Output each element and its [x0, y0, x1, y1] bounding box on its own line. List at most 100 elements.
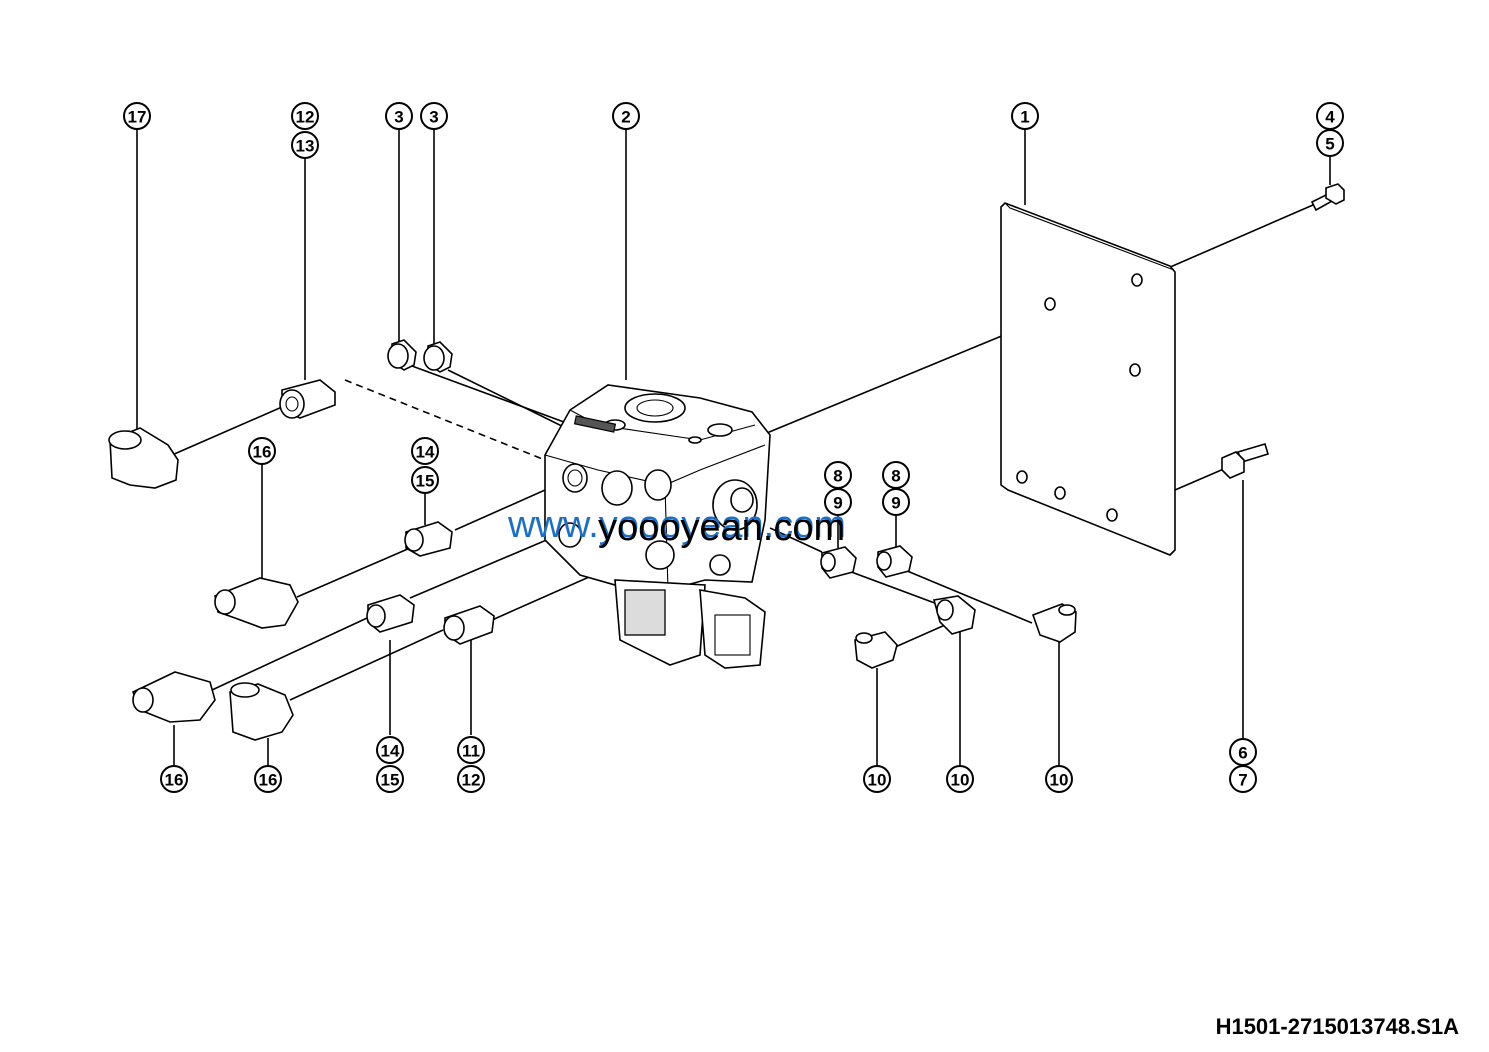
callout-circle	[376, 765, 404, 793]
callout-circle	[291, 102, 319, 130]
callout-number: 6	[1238, 744, 1247, 763]
elbow-16-upper	[214, 577, 299, 629]
adapter-12-13	[279, 379, 336, 419]
callout-number: 8	[833, 467, 842, 486]
elbow-10-middle	[932, 595, 976, 635]
callout-9: 9	[882, 488, 910, 516]
callout-circle	[882, 488, 910, 516]
callout-11: 11	[457, 736, 485, 764]
callout-number: 11	[462, 742, 480, 761]
callout-16: 16	[254, 765, 282, 793]
mounting-plate	[1000, 202, 1176, 556]
callout-number: 12	[462, 771, 481, 790]
fitting-14-15-lower	[366, 594, 415, 633]
callout-8: 8	[824, 461, 852, 489]
callout-10: 10	[1045, 765, 1073, 793]
callout-number: 8	[891, 467, 900, 486]
callout-circle	[411, 437, 439, 465]
callout-circle	[385, 102, 413, 130]
watermark-blue-text: www.yoooyean.com	[507, 504, 846, 546]
fitting-8-9-left	[820, 546, 857, 579]
callout-circle	[123, 102, 151, 130]
callout-3: 3	[420, 102, 448, 130]
callout-circle	[824, 488, 852, 516]
callout-number: 7	[1238, 771, 1247, 790]
callout-circle	[160, 765, 188, 793]
watermark: www.yoooyean.com yoooyean.com	[507, 504, 846, 549]
drawing-id: H1501-2715013748.S1A	[1215, 1014, 1459, 1039]
elbow-16-lower-middle	[229, 682, 294, 741]
callout-9: 9	[824, 488, 852, 516]
callout-16: 16	[248, 437, 276, 465]
callout-circle	[254, 765, 282, 793]
callout-number: 13	[296, 137, 315, 156]
callout-number: 16	[165, 771, 184, 790]
callout-12: 12	[457, 765, 485, 793]
callout-circle	[1229, 765, 1257, 793]
callout-number: 15	[381, 771, 400, 790]
fitting-11-12	[443, 605, 495, 645]
callout-number: 9	[833, 494, 842, 513]
callout-circle	[612, 102, 640, 130]
callout-14: 14	[376, 736, 404, 764]
callout-circle	[1045, 765, 1073, 793]
callout-number: 17	[128, 108, 147, 127]
callout-number: 5	[1325, 135, 1334, 154]
callout-circle	[1011, 102, 1039, 130]
elbow-16-lower-left	[131, 671, 216, 723]
callout-15: 15	[411, 466, 439, 494]
callout-number: 4	[1325, 108, 1335, 127]
callout-15: 15	[376, 765, 404, 793]
callout-number: 9	[891, 494, 900, 513]
callout-number: 12	[296, 108, 315, 127]
callout-6: 6	[1229, 738, 1257, 766]
callout-number: 3	[394, 108, 403, 127]
elbow-17	[108, 427, 179, 489]
callout-1: 1	[1011, 102, 1039, 130]
callout-circle	[411, 466, 439, 494]
callout-16: 16	[160, 765, 188, 793]
elbow-10-left	[854, 631, 898, 669]
callout-17: 17	[123, 102, 151, 130]
callout-circle	[420, 102, 448, 130]
bolt-top-right	[1310, 183, 1345, 212]
fitting-8-9-right	[876, 545, 913, 578]
callout-number: 3	[429, 108, 438, 127]
callout-circle	[457, 736, 485, 764]
callout-circle	[248, 437, 276, 465]
plug-3b	[423, 341, 453, 373]
callout-circle	[1316, 129, 1344, 157]
callout-10: 10	[863, 765, 891, 793]
callout-circle	[863, 765, 891, 793]
callout-number: 16	[259, 771, 278, 790]
callout-number: 14	[381, 742, 400, 761]
callout-number: 10	[1050, 771, 1069, 790]
callout-circle	[291, 131, 319, 159]
callout-number: 15	[416, 472, 435, 491]
callout-8: 8	[882, 461, 910, 489]
callout-number: 10	[951, 771, 970, 790]
callout-number: 2	[621, 108, 630, 127]
callout-12: 12	[291, 102, 319, 130]
callout-number: 14	[416, 443, 435, 462]
callout-circle	[457, 765, 485, 793]
callout-4: 4	[1316, 102, 1344, 130]
callout-14: 14	[411, 437, 439, 465]
fitting-14-15-upper	[404, 521, 453, 557]
callout-13: 13	[291, 131, 319, 159]
callout-number: 10	[868, 771, 887, 790]
elbow-10-right	[1031, 603, 1077, 643]
callout-5: 5	[1316, 129, 1344, 157]
callout-10: 10	[946, 765, 974, 793]
callout-circle	[946, 765, 974, 793]
callout-circle	[376, 736, 404, 764]
callout-7: 7	[1229, 765, 1257, 793]
callout-2: 2	[612, 102, 640, 130]
callout-3: 3	[385, 102, 413, 130]
callout-number: 1	[1020, 108, 1029, 127]
plug-3a	[387, 339, 417, 371]
callout-number: 16	[253, 443, 272, 462]
watermark-black-text: yoooyean.com	[598, 507, 845, 549]
